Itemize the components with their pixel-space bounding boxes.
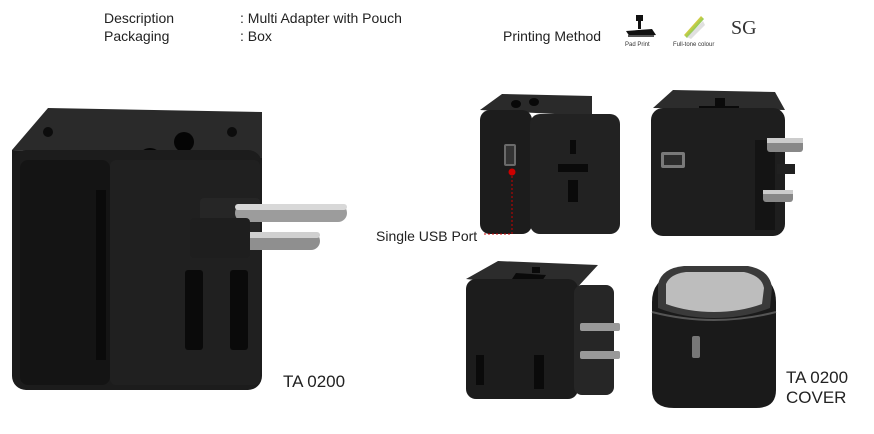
description-value: : Multi Adapter with Pouch bbox=[240, 10, 402, 26]
cover-model-line-2: COVER bbox=[786, 388, 847, 407]
main-model-label: TA 0200 bbox=[283, 372, 346, 391]
pad-print-icon bbox=[622, 13, 658, 39]
cover-model-line-1: TA 0200 bbox=[786, 368, 849, 387]
pad-print-label: Pad Print bbox=[625, 42, 650, 48]
us-adapter-image bbox=[462, 255, 624, 405]
cover-model-label: TA 0200 COVER bbox=[786, 368, 848, 408]
packaging-label: Packaging bbox=[104, 28, 170, 44]
pouch-cover-image bbox=[644, 262, 784, 412]
sg-mark: SG bbox=[731, 17, 757, 39]
full-tone-colour-label: Full-tone colour bbox=[673, 42, 715, 48]
usb-port-callout-line bbox=[480, 168, 516, 238]
usb-adapter-image bbox=[472, 88, 624, 240]
printing-method-title: Printing Method bbox=[503, 28, 602, 44]
uk-adapter-image bbox=[645, 80, 810, 240]
main-adapter-image bbox=[0, 90, 360, 395]
usb-port-callout-label: Single USB Port bbox=[376, 228, 478, 244]
packaging-value: : Box bbox=[240, 28, 272, 44]
description-label: Description bbox=[104, 10, 175, 26]
full-tone-colour-icon bbox=[681, 13, 707, 39]
